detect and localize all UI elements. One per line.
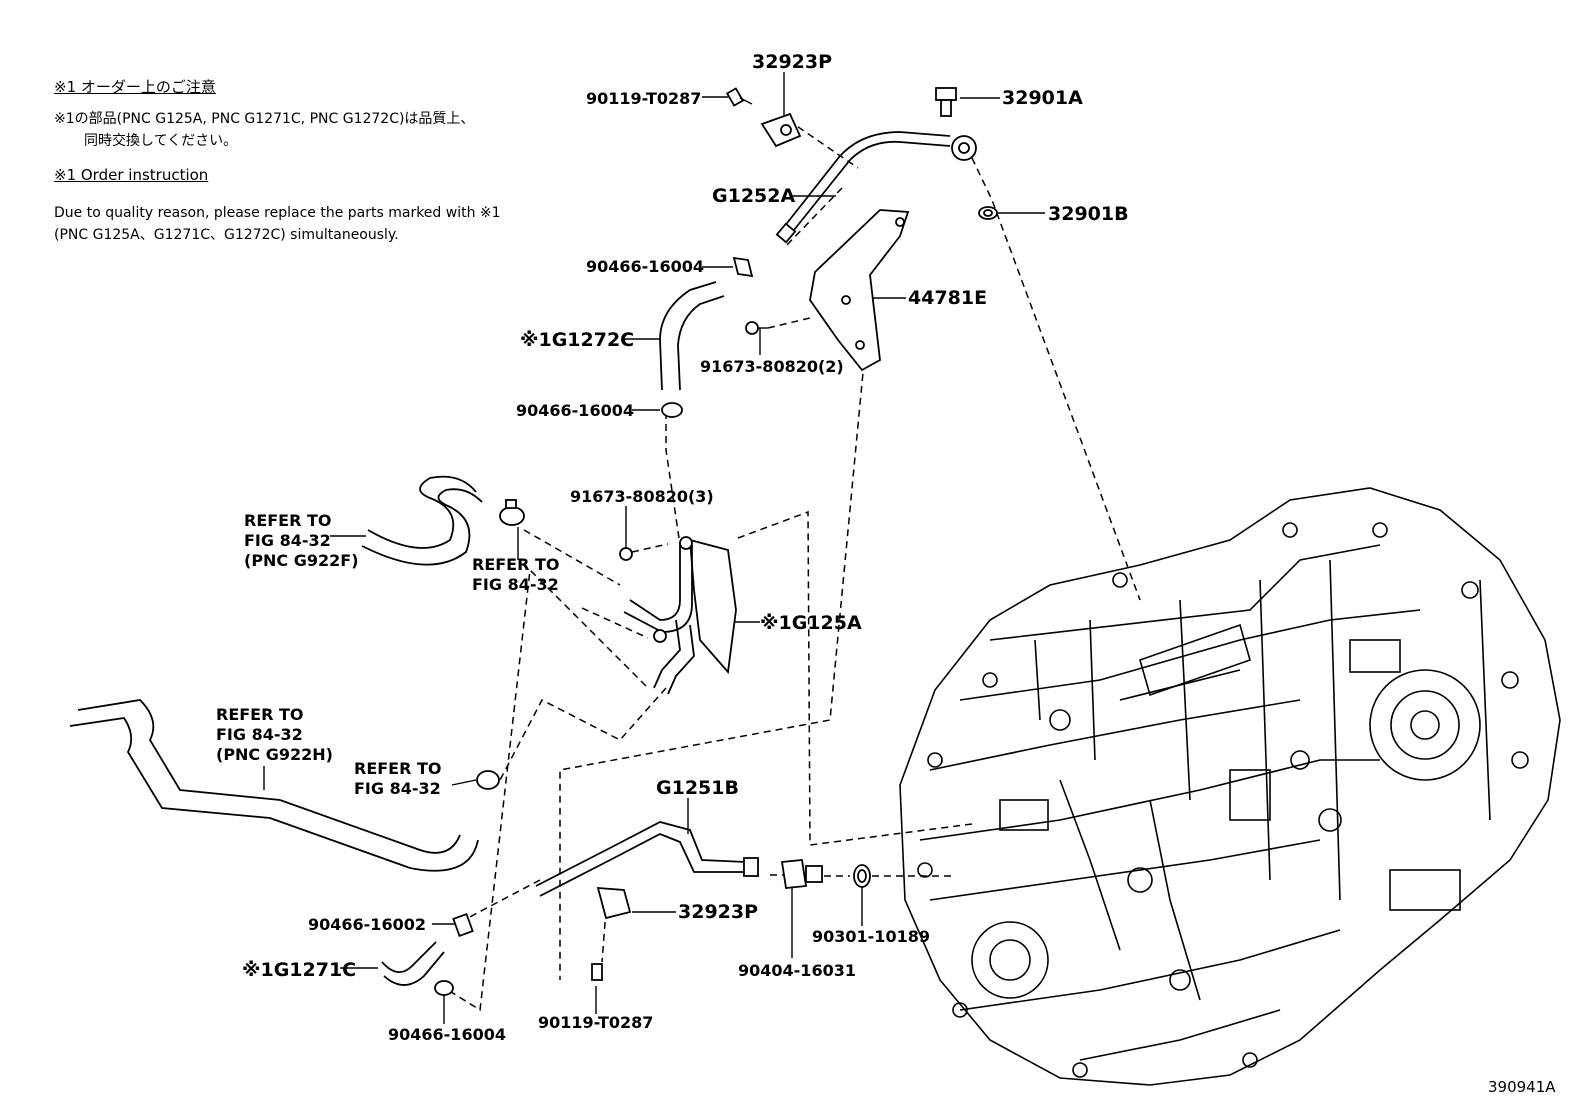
ref1-line-3[interactable]: (PNC G922F): [244, 551, 359, 570]
ref1-line-2[interactable]: FIG 84-32: [244, 531, 331, 550]
gasket-90301-10189[interactable]: [853, 864, 871, 888]
hose-G922F[interactable]: [361, 475, 483, 566]
ref4-line-2[interactable]: FIG 84-32: [354, 779, 441, 798]
ref1-line-1[interactable]: REFER TO: [244, 511, 332, 530]
clip-90466-16004-a[interactable]: [732, 256, 754, 278]
clamp-ref-2[interactable]: [476, 770, 500, 790]
label-90466-16004-c[interactable]: 90466-16004: [388, 1025, 506, 1044]
ref3-line-2[interactable]: FIG 84-32: [216, 725, 303, 744]
bolt-90119-bottom[interactable]: [591, 963, 603, 981]
label-32901A[interactable]: 32901A: [1002, 87, 1083, 109]
ref3-line-3[interactable]: (PNC G922H): [216, 745, 333, 764]
jp-note-line-2: 同時交換してください。: [84, 133, 238, 149]
jp-note-line-1: ※1の部品(PNC G125A, PNC G1271C, PNC G1272C)…: [54, 111, 475, 127]
en-note-line-1: Due to quality reason, please replace th…: [54, 205, 501, 221]
pipe-assy-G125A[interactable]: [623, 536, 737, 695]
bolt-32901A[interactable]: [935, 87, 957, 117]
label-90119-T0287-top[interactable]: 90119-T0287: [586, 89, 701, 108]
jp-order-heading: ※1 オーダー上のご注意: [54, 78, 216, 96]
ref3-line-1[interactable]: REFER TO: [216, 705, 304, 724]
ref4-line-1[interactable]: REFER TO: [354, 759, 442, 778]
transaxle-assembly: [899, 487, 1561, 1086]
label-G1272C[interactable]: ※1G1272C: [520, 329, 634, 351]
part-labels: 32923P 90119-T0287 32901A 32901B G1252A …: [216, 51, 1556, 1096]
label-90466-16002[interactable]: 90466-16002: [308, 915, 426, 934]
bracket-44781E[interactable]: [809, 209, 910, 372]
ref2-line-2[interactable]: FIG 84-32: [472, 575, 559, 594]
label-90119-T0287-bottom[interactable]: 90119-T0287: [538, 1013, 653, 1032]
hose-G1272C[interactable]: [659, 281, 725, 391]
pipe-G1252A[interactable]: [775, 131, 977, 244]
en-order-heading: ※1 Order instruction: [54, 166, 209, 184]
hose-G1271C[interactable]: [381, 941, 445, 986]
bolt-90119-top[interactable]: [725, 87, 753, 107]
label-91673-80820-3[interactable]: 91673-80820(3): [570, 487, 714, 506]
clip-90466-16004-b[interactable]: [661, 402, 683, 418]
label-32901B[interactable]: 32901B: [1048, 203, 1129, 225]
clip-90466-16004-c[interactable]: [434, 980, 454, 996]
ref2-line-1[interactable]: REFER TO: [472, 555, 560, 574]
pipe-G1251B[interactable]: [535, 821, 759, 897]
clamp-32923P-top[interactable]: [760, 112, 802, 148]
bolt-91673-80820-2[interactable]: [745, 321, 768, 335]
label-90466-16004-a[interactable]: 90466-16004: [586, 257, 704, 276]
label-90466-16004-b[interactable]: 90466-16004: [516, 401, 634, 420]
label-44781E[interactable]: 44781E: [908, 287, 987, 309]
union-90404-16031[interactable]: [780, 859, 823, 889]
solid-leaders: [263, 72, 1045, 1024]
label-G125A[interactable]: ※1G125A: [760, 612, 862, 634]
clamp-ref-1[interactable]: [499, 499, 525, 526]
figure-id: 390941A: [1488, 1078, 1556, 1096]
label-91673-80820-2[interactable]: 91673-80820(2): [700, 357, 844, 376]
en-note-line-2: (PNC G125A、G1271C、G1272C) simultaneously…: [54, 227, 399, 243]
label-G1251B[interactable]: G1251B: [656, 777, 739, 799]
clamp-32923P-bottom[interactable]: [596, 887, 632, 920]
label-90301-10189[interactable]: 90301-10189: [812, 927, 930, 946]
label-32923P-bottom[interactable]: 32923P: [678, 901, 758, 923]
label-32923P-top[interactable]: 32923P: [752, 51, 832, 73]
hose-G922H[interactable]: [69, 699, 479, 872]
dashed-leaders: [447, 119, 1141, 1012]
label-90404-16031[interactable]: 90404-16031: [738, 961, 856, 980]
label-G1252A[interactable]: G1252A: [712, 185, 795, 207]
clip-90466-16002[interactable]: [452, 912, 474, 938]
bolt-91673-80820-3[interactable]: [619, 547, 633, 561]
gasket-32901B[interactable]: [978, 206, 998, 220]
label-G1271C[interactable]: ※1G1271C: [242, 959, 356, 981]
